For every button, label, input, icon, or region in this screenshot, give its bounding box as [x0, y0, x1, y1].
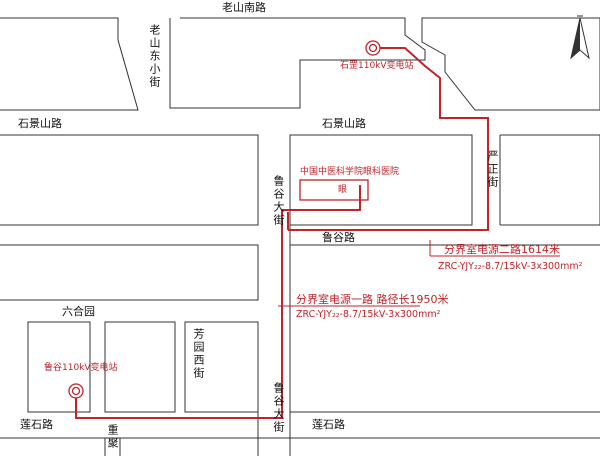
label-shigang-substation: 石罡110kV变电站 [340, 61, 414, 71]
block-top-mid [169, 17, 426, 109]
block-mid-bottom-1 [104, 321, 176, 413]
hospital-mark: 眼 [338, 185, 348, 195]
line-1-spec: ZRC-YJY₂₂-8.7/15kV-3x300mm² [296, 309, 441, 320]
label-lugu-substation: 鲁谷110kV变电站 [44, 363, 118, 373]
line-2-spec: ZRC-YJY₂₂-8.7/15kV-3x300mm² [438, 261, 583, 272]
hospital-building [299, 179, 369, 201]
road-lianshi-east: 莲石路 [312, 418, 345, 431]
line-1-name: 分界室电源一路 路径长1950米 [296, 293, 449, 306]
block-lower-left [0, 244, 259, 301]
road-shijingshan-west: 石景山路 [18, 117, 62, 130]
road-yanzheng: 严正街 [486, 150, 499, 189]
road-chongju [104, 438, 121, 456]
road-laoshan-nan: 老山南路 [222, 1, 266, 14]
area-liuhe: 六合园 [62, 305, 95, 318]
road-laoshan-dong-xiaojie: 老山东小街 [148, 24, 161, 89]
block-top-right [421, 17, 600, 111]
block-hospital [289, 134, 473, 226]
route-line-2 [288, 47, 489, 231]
substation-lugu-icon [68, 383, 84, 399]
road-fangyuan: 芳园西街 [192, 328, 205, 380]
label-hospital: 中国中医科学院眼科医院 [300, 167, 400, 177]
block-mid-left [0, 134, 259, 226]
road-lugu: 鲁谷路 [322, 231, 355, 244]
road-lugu-street-south: 鲁谷大街 [272, 382, 285, 434]
leader-line-2 [429, 240, 560, 257]
road-lianshi-west: 莲石路 [20, 418, 53, 431]
road-chongju: 重聚 [106, 424, 119, 450]
line-2-name: 分界室电源二路1614米 [444, 243, 560, 256]
block-mid-right [500, 134, 600, 226]
block-top-left [0, 17, 139, 111]
road-shijingshan-east: 石景山路 [322, 117, 366, 130]
road-lugu-street-north: 鲁谷大街 [272, 175, 285, 227]
block-lugu-station [27, 321, 91, 413]
substation-shigang-icon [365, 40, 381, 56]
north-arrow-icon [570, 15, 590, 60]
route-line-1 [75, 185, 361, 419]
